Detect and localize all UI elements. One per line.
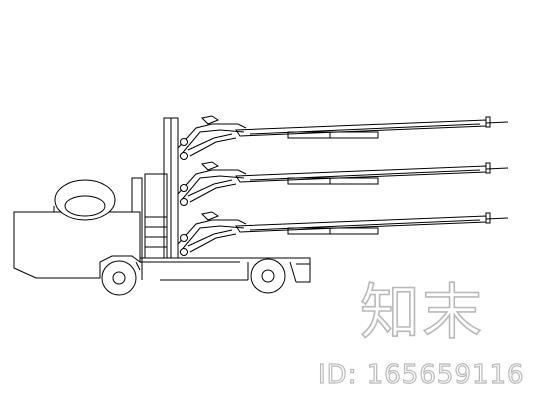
access-ladder [144,173,168,259]
boom-top [177,115,509,160]
boom-mast [163,117,179,259]
rear-wheel [247,258,297,294]
watermark-id: ID: 165659116 [317,360,525,390]
watermark-logo: 知末 [359,278,484,348]
boom-bottom [177,211,509,256]
truck-body [13,177,311,283]
boom-middle [177,161,509,206]
front-wheel [99,260,141,296]
spare-wheel [54,179,116,221]
